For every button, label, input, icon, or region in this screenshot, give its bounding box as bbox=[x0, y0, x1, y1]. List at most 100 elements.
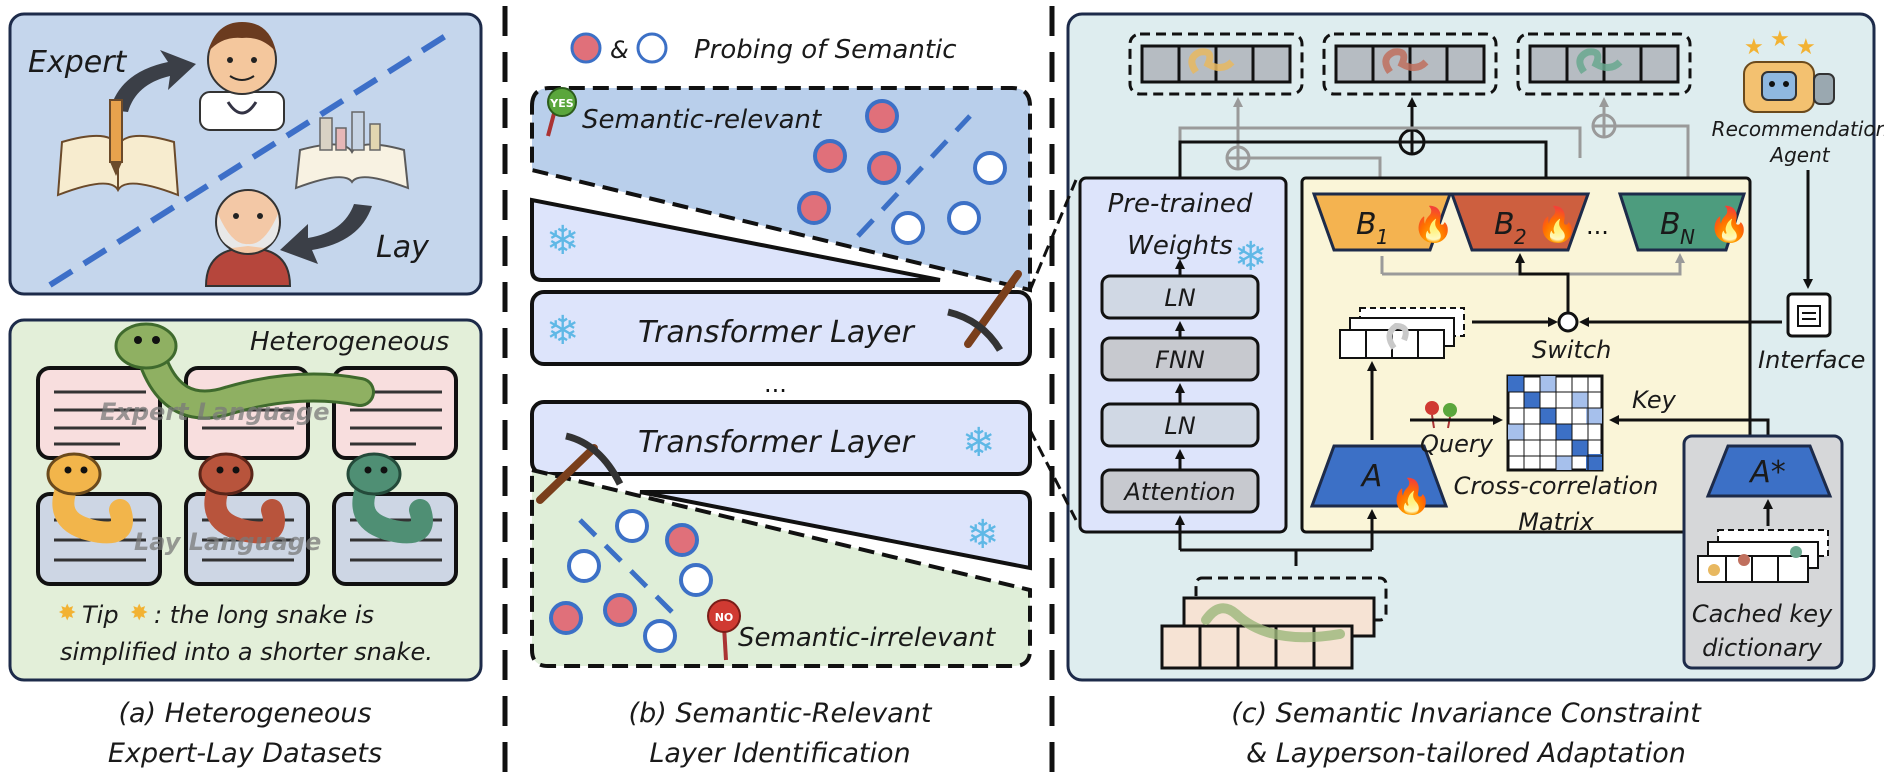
layer-strip-bottom bbox=[639, 490, 1032, 571]
no-badge-icon: NO bbox=[707, 599, 741, 661]
snowflake-icon-1: ❄ bbox=[546, 218, 580, 264]
expert-book-icon bbox=[56, 99, 180, 197]
panel-c-caption-1: (c) Semantic Invariance Constraint bbox=[1231, 698, 1702, 729]
semantic-irrelevant-label: Semantic-irrelevant bbox=[738, 623, 996, 653]
doctor-avatar-icon bbox=[199, 22, 285, 131]
b2-sub: 2 bbox=[1514, 225, 1527, 249]
interface-icon[interactable] bbox=[1786, 292, 1832, 338]
pretrained-label-2: Weights bbox=[1127, 231, 1233, 261]
interface-label: Interface bbox=[1758, 346, 1865, 374]
long-snake-icon bbox=[114, 322, 375, 420]
input-token-stack bbox=[1160, 576, 1388, 670]
query-label: Query bbox=[1420, 430, 1494, 458]
panel-b-caption-2: Layer Identification bbox=[649, 738, 910, 769]
cached-label-1: Cached key bbox=[1692, 600, 1833, 628]
b2-decoder[interactable] bbox=[1449, 192, 1591, 252]
sum-node-right bbox=[1591, 113, 1617, 139]
tip-text-line2: simplified into a shorter snake. bbox=[60, 638, 433, 666]
transformer-layer-1 bbox=[530, 290, 1032, 366]
transformer-layer-2-label: Transformer Layer bbox=[638, 425, 915, 460]
b1-decoder[interactable] bbox=[1311, 192, 1453, 252]
b1-label: B bbox=[1356, 207, 1377, 242]
legend-amp: & bbox=[610, 36, 629, 64]
expert-language-ghost: Expert Language bbox=[100, 398, 330, 426]
legend-red-dot bbox=[570, 32, 602, 64]
svg-text:★: ★ bbox=[1796, 35, 1816, 60]
b2-label: B bbox=[1494, 207, 1515, 242]
layman-avatar-icon bbox=[204, 189, 292, 287]
panel-b-caption-1: (b) Semantic-Relevant bbox=[629, 698, 933, 729]
switch-label: Switch bbox=[1532, 336, 1611, 364]
ln-top-label: LN bbox=[1164, 284, 1195, 312]
output-sequence-red bbox=[1322, 32, 1498, 96]
legend-text: Probing of Semantic bbox=[694, 35, 957, 65]
cached-token-stack bbox=[1697, 529, 1829, 583]
panel-a: Expert Lay bbox=[8, 12, 483, 769]
transformer-layer-2 bbox=[530, 400, 1032, 476]
pretrained-label-1: Pre-trained bbox=[1108, 189, 1253, 219]
a-star-encoder[interactable] bbox=[1705, 444, 1833, 498]
a-star-label: A* bbox=[1748, 455, 1786, 490]
adapter-box bbox=[1300, 176, 1752, 534]
lay-label: Lay bbox=[376, 230, 430, 265]
semantic-relevant-label: Semantic-relevant bbox=[582, 105, 822, 135]
sum-node-center bbox=[1398, 128, 1426, 156]
svg-text:YES: YES bbox=[549, 97, 573, 110]
matrix-label-2: Matrix bbox=[1518, 508, 1594, 536]
bn-decoder[interactable] bbox=[1617, 192, 1747, 252]
recommendation-agent-icon: ★ ★ ★ bbox=[1743, 27, 1835, 113]
short-snake-yellow-icon bbox=[46, 452, 133, 544]
tip-label: Tip bbox=[82, 601, 119, 629]
switch-node[interactable] bbox=[1557, 311, 1579, 333]
lay-book-icon bbox=[294, 111, 410, 190]
flame-icon-bn: 🔥 bbox=[1708, 205, 1750, 245]
agent-label-2: Agent bbox=[1768, 143, 1830, 167]
ln-bottom-label: LN bbox=[1164, 412, 1195, 440]
irrelevant-probe-dots bbox=[549, 509, 713, 653]
tip-star-icon-left: ✸ bbox=[58, 601, 76, 626]
lay-language-ghost: Lay Language bbox=[134, 528, 321, 556]
expert-label: Expert bbox=[28, 45, 128, 80]
matrix-label-1: Cross-correlation bbox=[1454, 472, 1659, 500]
tip-star-icon-right: ✸ bbox=[130, 601, 148, 626]
sum-node-left bbox=[1225, 145, 1251, 171]
arrow-key bbox=[1609, 415, 1770, 436]
short-snake-red-icon bbox=[198, 452, 285, 544]
snowflake-icon-4: ❄ bbox=[966, 512, 1000, 558]
irrelevant-divider bbox=[578, 518, 682, 622]
snowflake-icon-3: ❄ bbox=[962, 420, 996, 466]
panel-c-caption-2: & Layperson-tailored Adaptation bbox=[1246, 738, 1686, 769]
hidden-token-stack bbox=[1339, 307, 1465, 359]
yes-badge-icon: YES bbox=[546, 87, 577, 137]
semantic-irrelevant-region bbox=[530, 467, 1032, 668]
svg-text:NO: NO bbox=[715, 611, 734, 624]
key-label: Key bbox=[1632, 386, 1677, 414]
panel-a-caption-1: (a) Heterogeneous bbox=[118, 698, 371, 729]
pickaxe-icon-2 bbox=[536, 432, 624, 504]
agent-label-1: Recommendation bbox=[1712, 117, 1884, 141]
relevant-divider bbox=[856, 114, 972, 238]
transformer-layer-1-label: Transformer Layer bbox=[638, 315, 915, 350]
black-switch-route bbox=[1515, 253, 1570, 296]
b1-sub: 1 bbox=[1376, 225, 1389, 249]
snowflake-icon-2: ❄ bbox=[546, 308, 580, 354]
layer-ellipsis: ... bbox=[764, 370, 787, 398]
cross-correlation-matrix bbox=[1506, 374, 1604, 472]
attention-label: Attention bbox=[1122, 478, 1235, 506]
bn-label: B bbox=[1660, 207, 1681, 242]
lay-arrow-icon bbox=[280, 204, 372, 264]
layer-strip-top bbox=[530, 197, 941, 282]
heterogeneous-label: Heterogeneous bbox=[250, 327, 449, 357]
cached-label-2: dictionary bbox=[1702, 634, 1823, 662]
black-route bbox=[1178, 140, 1548, 180]
svg-text:★: ★ bbox=[1770, 27, 1790, 52]
panel-a-caption-2: Expert-Lay Datasets bbox=[108, 738, 382, 769]
a-encoder[interactable] bbox=[1309, 444, 1449, 508]
panel-b: & Probing of Semantic Semantic-relevant … bbox=[530, 32, 1032, 769]
expert-arrow-icon bbox=[110, 50, 196, 112]
svg-text:★: ★ bbox=[1744, 35, 1764, 60]
panel-c: ★ ★ ★ Recommendation Agent bbox=[1028, 12, 1884, 769]
input-fanout bbox=[1180, 548, 1372, 566]
flame-icon-a: 🔥 bbox=[1390, 477, 1432, 517]
grey-switch-route bbox=[1380, 256, 1680, 276]
